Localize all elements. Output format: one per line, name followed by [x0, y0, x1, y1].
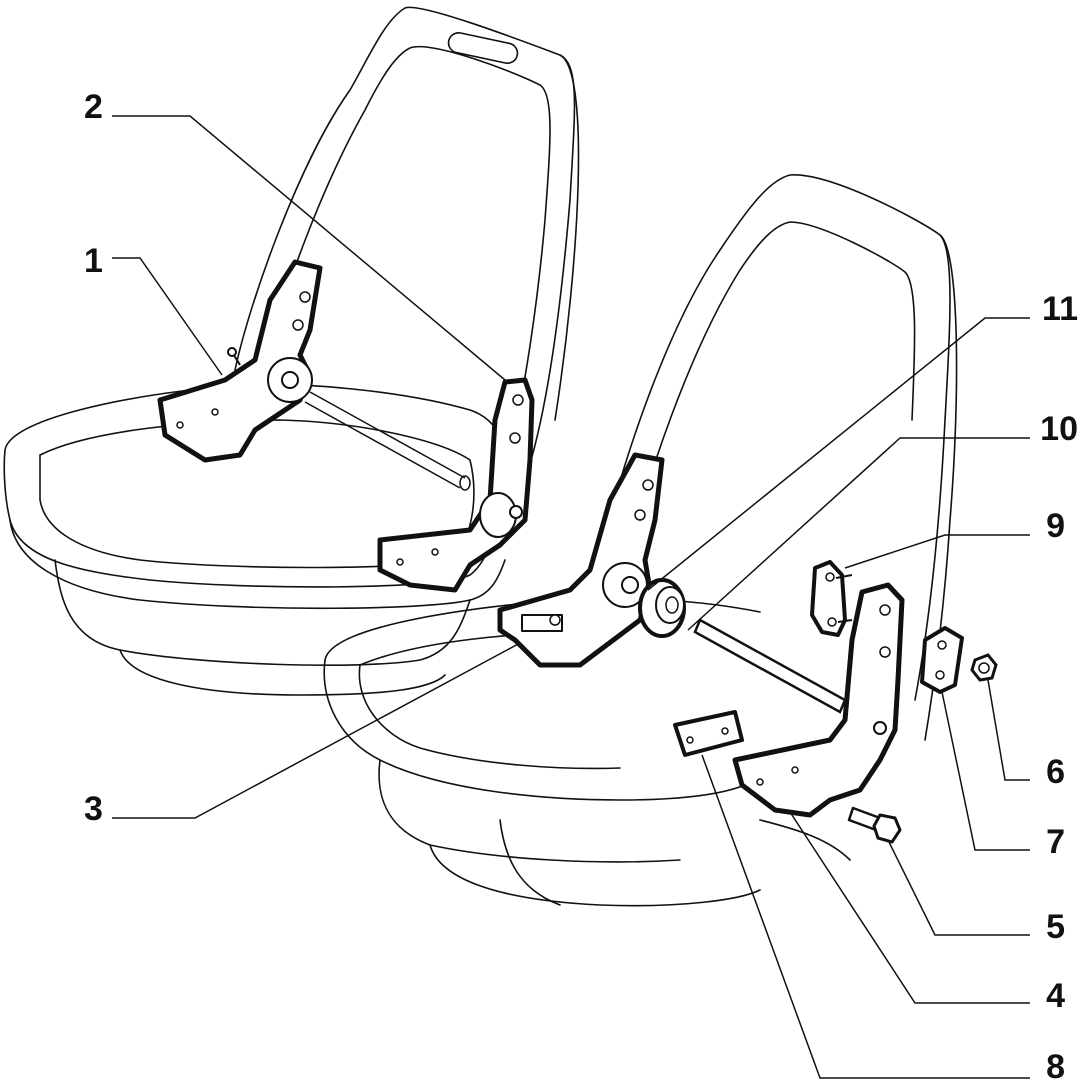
callout-labels: 1 2 3 4 5 6 7 8 9 10 11: [84, 88, 1078, 1083]
part-7-plate: [920, 626, 964, 694]
leader-11: [647, 317, 1030, 591]
callout-9: 9: [1046, 507, 1065, 545]
leader-4: [789, 811, 1030, 1004]
leader-lines: [112, 115, 1030, 1079]
leader-6: [987, 679, 1030, 781]
leader-2: [112, 115, 506, 381]
leader-7: [941, 691, 1030, 851]
part-4-recliner-right: [732, 582, 905, 818]
callout-1: 1: [84, 242, 103, 280]
part-10-rod: [693, 618, 847, 714]
leader-5: [887, 839, 1030, 936]
callout-4: 4: [1046, 977, 1065, 1015]
part-8-spacer: [673, 710, 744, 757]
leader-10: [687, 437, 1030, 631]
callout-5: 5: [1046, 908, 1065, 946]
part-2-recliner-right: [377, 377, 535, 593]
callout-10: 10: [1040, 410, 1078, 448]
callout-6: 6: [1046, 753, 1065, 791]
part-5-bolt: [847, 806, 902, 844]
callout-3: 3: [84, 790, 103, 828]
part-3-recliner-left: [497, 452, 665, 668]
leader-9: [844, 534, 1030, 569]
leader-3: [112, 642, 521, 819]
leader-1: [112, 257, 223, 376]
part-1-recliner-left: [157, 259, 323, 463]
part-6-nut: [970, 653, 998, 682]
part-11-bushing: [638, 578, 686, 638]
callout-11: 11: [1042, 290, 1078, 328]
callout-2: 2: [84, 88, 103, 126]
callout-8: 8: [1046, 1048, 1065, 1083]
part-9-stud-plate: [810, 560, 853, 637]
callout-7: 7: [1046, 823, 1065, 861]
left-seat-rod: [304, 391, 471, 491]
leader-8: [701, 754, 1030, 1079]
